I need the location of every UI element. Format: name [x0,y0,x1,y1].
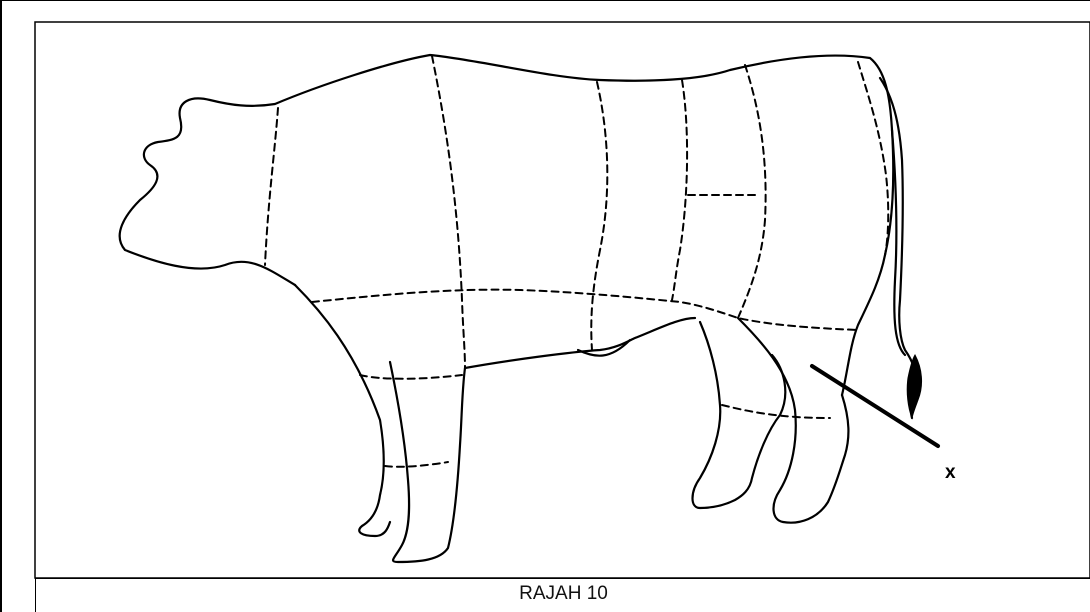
cut-front-hoof [385,462,448,467]
diagram-border [35,22,1090,578]
cut-rump [858,62,888,255]
front-leg-back [295,285,390,536]
hind-leg-right [738,318,848,523]
cut-front-shank [360,375,462,379]
cow-diagram: x [0,0,1090,580]
cut-loin [672,80,687,300]
figure-caption: RAJAH 10 [36,583,1090,605]
front-leg-front [390,362,465,562]
head-back-outline [120,55,894,395]
belly-outline [465,318,695,368]
cut-rib [591,82,607,350]
cut-neck [265,108,278,265]
cut-sirloin [738,65,766,318]
cut-belly-line [312,290,858,330]
cut-hind-shank [722,405,830,418]
cut-shoulder [432,56,465,368]
cow-outline [120,55,922,562]
caption-row: RAJAH 10 [35,578,1090,612]
pointer-label-x: x [945,462,956,483]
belly-flap [578,340,630,356]
tail-tuft [907,355,921,418]
